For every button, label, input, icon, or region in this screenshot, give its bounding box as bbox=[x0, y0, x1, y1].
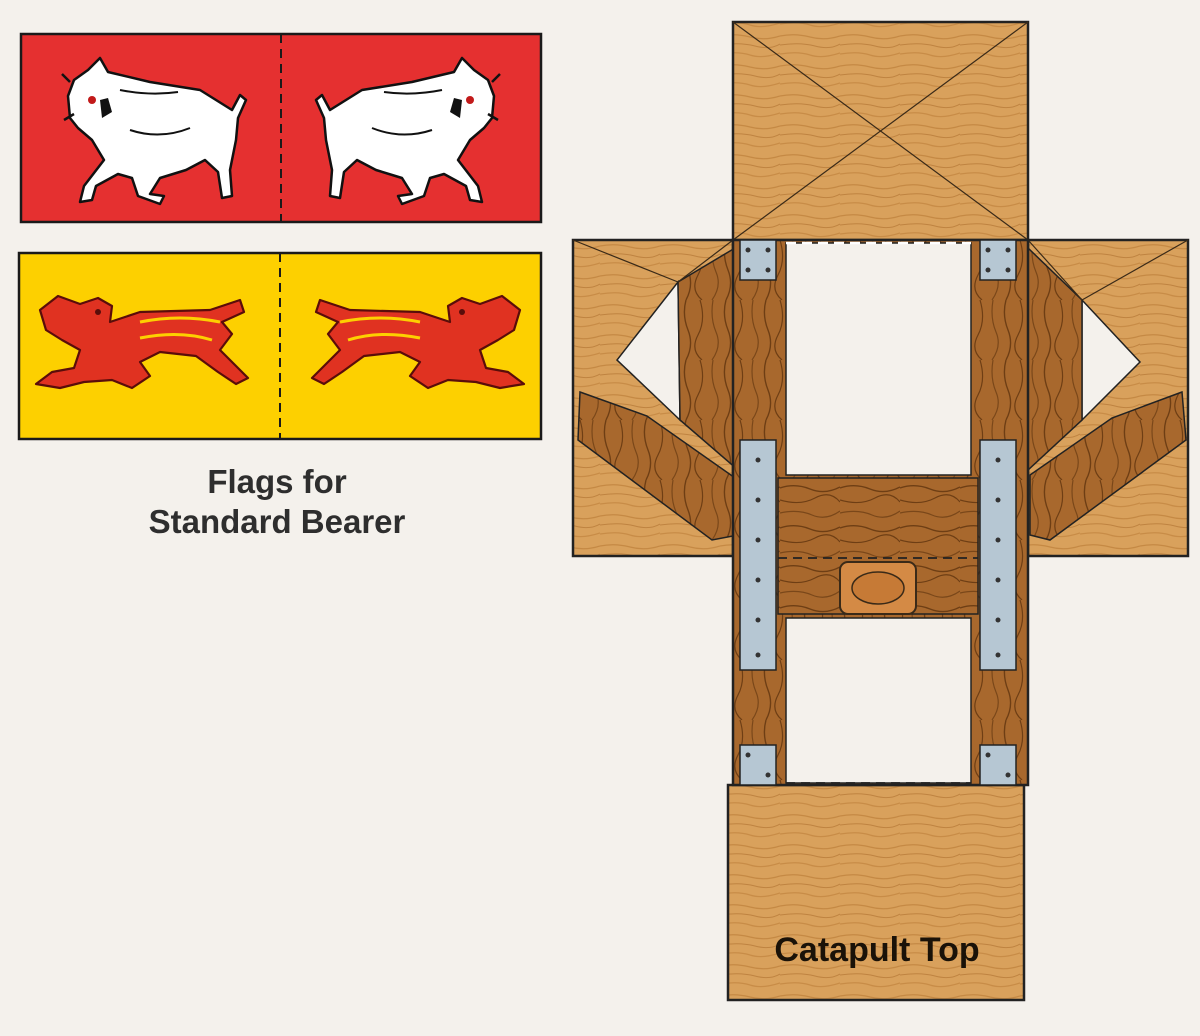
flags-caption-line1: Flags for bbox=[207, 463, 347, 500]
white-boar-icon bbox=[61, 56, 502, 206]
red-lion-icon bbox=[34, 294, 526, 390]
boar-flag[interactable] bbox=[19, 32, 543, 224]
flags-caption: Flags for Standard Bearer bbox=[100, 462, 454, 542]
metal-brackets bbox=[739, 239, 1017, 786]
flags-caption-line2: Standard Bearer bbox=[148, 503, 406, 540]
catapult-caption: Catapult Top bbox=[774, 931, 980, 969]
lion-flag[interactable] bbox=[17, 251, 543, 441]
catapult-top-net[interactable] bbox=[571, 20, 1190, 1002]
